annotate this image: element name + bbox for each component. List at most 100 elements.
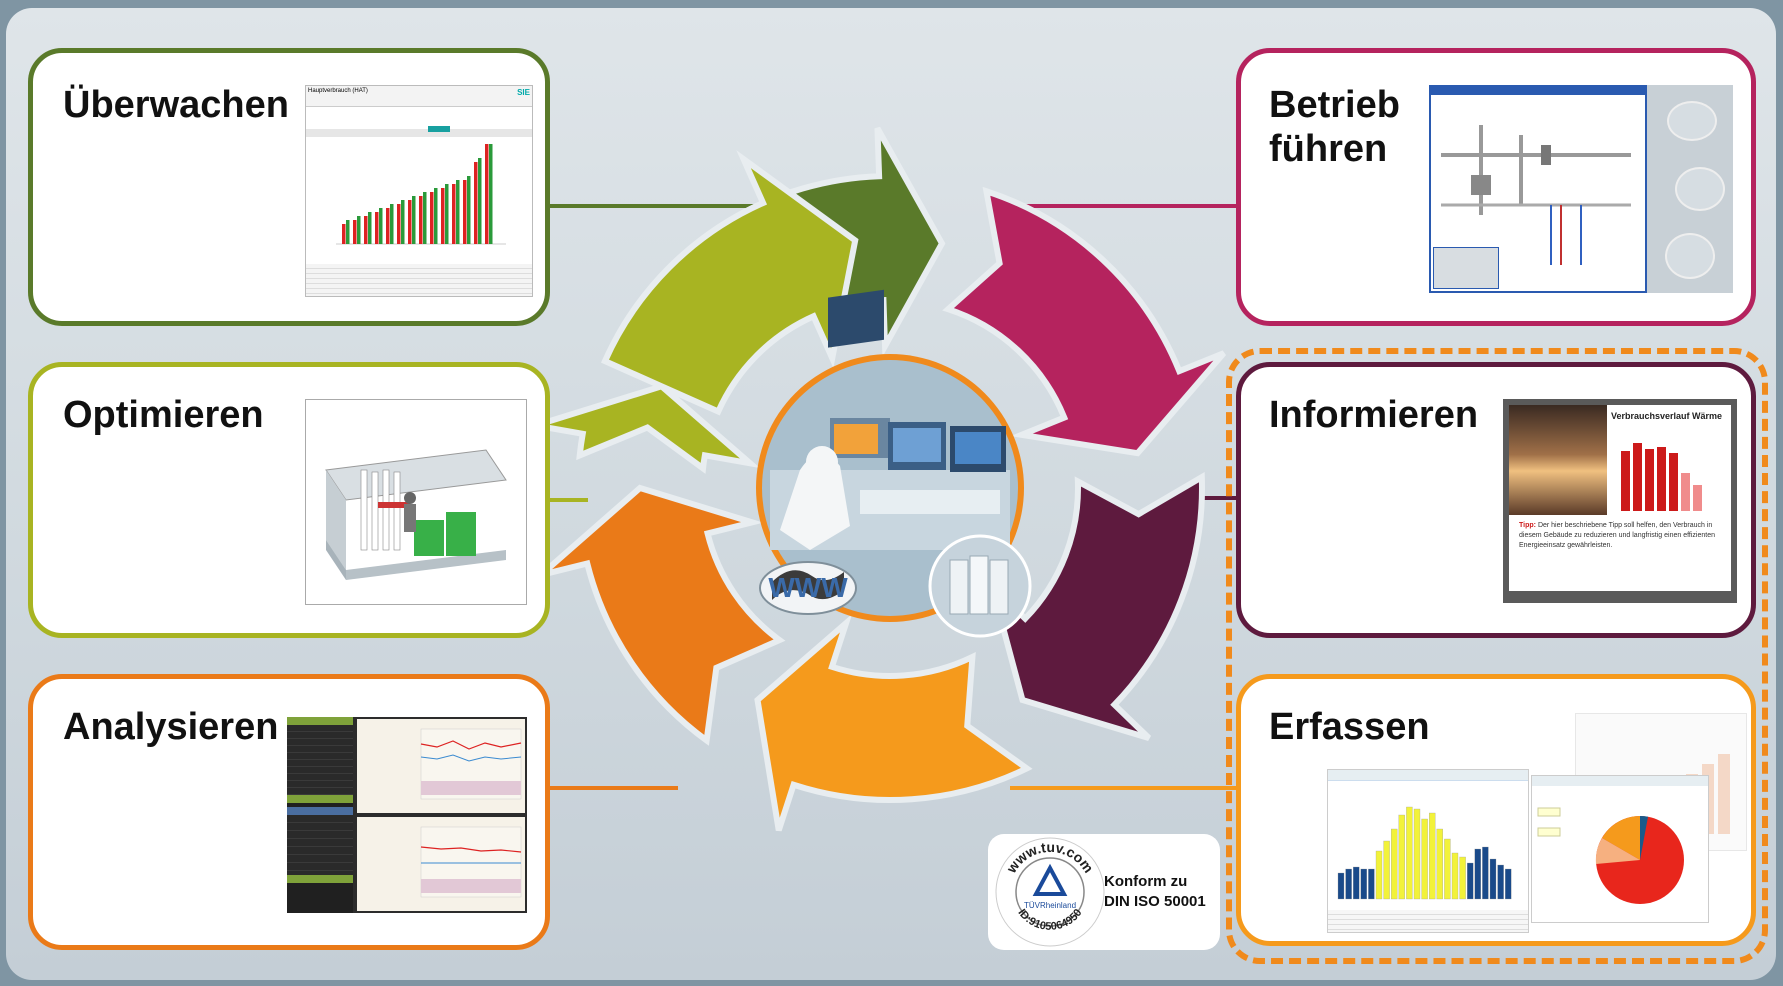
erfassen-bar [1429,812,1436,900]
connector-analysieren [548,786,678,790]
tip-text: Der hier beschriebene Tipp soll helfen, … [1519,522,1715,549]
mini-bar [379,208,383,244]
arrow-analysieren [538,484,786,746]
tuv-seal: www.tuv.com ID:9105064950 TÜVRheinland [995,837,1105,947]
screen-title-ueberwachen: Hauptverbrauch (HAT) [308,88,368,94]
mini-bar [423,192,427,244]
globe-icon [759,561,857,615]
mini-bar [463,180,467,244]
trend-chart-bottom [420,826,522,898]
erfassen-bar [1421,818,1428,900]
erfassen-bar [1459,856,1466,900]
card-label-optimieren: Optimieren [63,394,264,436]
erfassen-bar [1413,808,1421,900]
erfassen-bar [1474,848,1481,900]
screenshot-analysieren [287,717,527,913]
mini-bar [452,184,456,244]
mini-bar [441,188,445,244]
erfassen-bar [1345,868,1352,900]
mini-bar [386,208,390,244]
card-optimieren[interactable]: Optimieren [28,362,550,638]
tuv-conformity-text: Konform zu DIN ISO 50001 [1104,872,1206,912]
erfassen-bar-chart [1337,806,1512,900]
mini-bar [364,216,368,244]
erfassen-bar [1406,806,1413,900]
mini-bar [485,144,489,244]
mini-bar [474,162,478,244]
connector-betrieb [1000,204,1236,208]
erfassen-bar [1353,866,1360,900]
pie-chart-mini [1532,776,1708,904]
screenshot-betrieb [1429,85,1733,293]
building-3d-illustration [325,449,507,580]
mini-bar [419,196,423,244]
erfassen-bar [1398,814,1405,900]
screenshot-ueberwachen: Hauptverbrauch (HAT) SIE [305,85,533,297]
connector-informieren [1196,496,1236,500]
mini-bar [342,224,346,244]
process-schematic [1441,125,1631,265]
mini-bar [408,200,412,244]
erfassen-bar [1451,852,1459,900]
mini-bar [434,188,438,244]
arrow-optimieren [534,382,761,474]
screenshot-erfassen-pie [1531,775,1709,923]
screenshot-erfassen-bars [1327,769,1529,933]
mini-bar [346,220,350,244]
arrow-erfassen [754,613,1033,832]
erfassen-bar [1505,868,1512,900]
mini-bar [456,180,460,244]
erfassen-bar [1337,872,1345,900]
tuv-brand: TÜVRheinland [1024,901,1076,910]
mini-bar [368,212,372,244]
mini-bar [445,184,449,244]
card-label-erfassen: Erfassen [1269,706,1430,748]
card-betrieb-fuehren[interactable]: Betrieb führen [1236,48,1756,326]
informieren-title: Verbrauchsverlauf Wärme [1611,411,1723,421]
card-label-betrieb-line1: Betrieb [1269,84,1400,126]
panel-device-icons [1651,85,1733,293]
erfassen-bar [1360,868,1367,900]
erfassen-bar [1444,838,1451,900]
screenshot-informieren: Verbrauchsverlauf Wärme Tipp: Der hier b… [1503,399,1737,603]
erfassen-bar [1497,864,1504,900]
card-label-informieren: Informieren [1269,394,1479,436]
card-label-betrieb-line2: führen [1269,128,1388,170]
tuv-line1: Konform zu [1104,873,1188,890]
siemens-logo: SIE [517,88,530,97]
mini-bar [489,144,493,244]
card-analysieren[interactable]: Analysieren [28,674,550,950]
card-informieren[interactable]: Informieren Verbrauchsverlauf Wärme Tipp… [1236,362,1756,638]
erfassen-bar [1391,828,1398,900]
erfassen-bar [1375,850,1383,900]
mini-bar [430,192,434,244]
mini-bar [478,158,482,244]
erfassen-bar [1467,862,1474,900]
bar-chart-mini [336,144,506,245]
mini-bar [390,204,394,244]
erfassen-bar [1368,868,1375,900]
card-label-ueberwachen: Überwachen [63,84,289,126]
connector-ueberwachen [548,204,878,208]
tuv-line2: DIN ISO 50001 [1104,893,1206,910]
card-erfassen[interactable]: Erfassen [1236,674,1756,946]
mini-bar [357,216,361,244]
mini-bar [397,204,401,244]
cycle-arrows [534,126,1227,832]
erfassen-bar [1482,846,1489,900]
control-room-illustration [770,289,1010,550]
connector-erfassen [1010,786,1236,790]
www-label: WWW [768,572,848,603]
mini-bar [353,220,357,244]
tip-label: Tipp: [1519,522,1536,529]
arrow-optimieren-head [601,150,859,416]
screenshot-optimieren [305,399,527,605]
mini-bar [412,196,416,244]
mini-bar [375,212,379,244]
connector-optimieren [548,498,588,502]
card-ueberwachen[interactable]: Überwachen Hauptverbrauch (HAT) SIE [28,48,550,326]
mini-bar [401,200,405,244]
erfassen-bar [1489,858,1497,900]
erfassen-bar [1436,828,1443,900]
